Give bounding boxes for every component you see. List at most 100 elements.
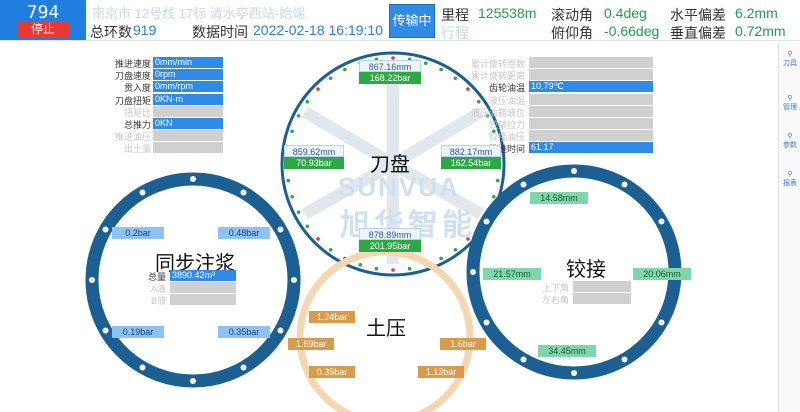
ring-bolt xyxy=(286,178,291,183)
grouting-b-value xyxy=(170,294,236,305)
ring-bolt xyxy=(658,319,665,326)
nav-item-cutter[interactable]: ⚲刀具 xyxy=(783,51,797,67)
data-time-value: 2022-02-18 16:19:10 xyxy=(253,22,383,38)
cutterhead-right-bar: 162.54bar xyxy=(441,157,501,169)
right-param-label: 铰架拉力 xyxy=(488,120,525,130)
earth-pressure-ring xyxy=(296,248,474,412)
nav-item-report[interactable]: ⚲报表 xyxy=(783,171,797,187)
ring-bolt xyxy=(240,364,247,371)
horizontal-deviation-value: 6.2mm xyxy=(735,5,778,21)
ring-bolt xyxy=(571,168,577,174)
right-side-nav: ⚲刀具 ⚲管理 ⚲参数 ⚲报表 xyxy=(778,42,800,412)
left-param-value: 0KN xyxy=(153,118,223,129)
right-param-value xyxy=(529,93,653,105)
left-param-label: 贯入度 xyxy=(123,83,151,94)
left-param-value: 0rpm xyxy=(153,69,223,81)
left-param-label: 刀盘扭矩 xyxy=(114,95,151,106)
ring-bolt xyxy=(483,319,490,326)
ring-bolt xyxy=(343,67,347,72)
earth-pressure-3: 1.6bar xyxy=(440,338,486,350)
right-param-label: 齿轮油温 xyxy=(488,83,525,94)
cutterhead-left-mm: 859.62mm xyxy=(284,145,344,157)
ring-bolt xyxy=(453,247,458,252)
ring-bolt xyxy=(290,194,294,199)
grouting-total-label: 总量 xyxy=(147,272,166,282)
cutterhead-top-bar: 168.22bar xyxy=(359,72,421,84)
ring-bolt xyxy=(139,364,146,371)
earth-pressure-5: 1.13bar xyxy=(418,366,464,378)
ring-bolt xyxy=(316,237,320,241)
ring-bolt xyxy=(621,356,628,363)
ring-bolt xyxy=(358,263,363,267)
articulation-ud-label: 上下角 xyxy=(541,283,569,293)
ring-bolt xyxy=(492,194,496,199)
watermark-text-en: SUNVUA xyxy=(338,172,460,202)
search-icon: ⚲ xyxy=(787,95,793,102)
vertical-deviation-label: 垂直偏差 xyxy=(670,25,726,41)
ring-bolt xyxy=(520,181,527,188)
ring-bolt xyxy=(296,210,301,214)
ring-bolt xyxy=(495,178,500,183)
ring-bolt xyxy=(439,67,443,72)
grouting-a-value xyxy=(170,282,236,293)
grouting-bl-pressure: 0.19bar xyxy=(112,326,164,338)
ring-bolt xyxy=(305,99,310,104)
vertical-deviation-value: 0.72mm xyxy=(735,23,786,39)
grouting-tr-pressure: 0.48bar xyxy=(218,227,270,239)
current-ring-number: 794 xyxy=(26,2,60,23)
total-rings-value: 919 xyxy=(133,22,157,38)
left-param-value xyxy=(153,142,223,154)
nav-item-manage[interactable]: ⚲管理 xyxy=(783,95,797,111)
ring-bolt xyxy=(296,114,301,118)
ring-bolt xyxy=(470,269,476,275)
right-param-value: 61.17 xyxy=(529,142,653,154)
left-param-label: 推进油压 xyxy=(114,132,151,143)
stroke-label: 行程 xyxy=(441,25,469,41)
total-rings-label: 总环数 xyxy=(90,24,132,40)
grouting-a-label: A液 xyxy=(150,284,166,294)
ring-bolt xyxy=(492,129,496,134)
roll-angle-label: 滚动角 xyxy=(551,7,593,23)
ring-bolt xyxy=(453,76,458,81)
ring-bolt xyxy=(476,99,481,104)
transfer-status-button[interactable]: 传输中 xyxy=(389,4,435,38)
cutterhead-bottom-bar: 201.95bar xyxy=(359,240,421,252)
grouting-tl-pressure: 0.2bar xyxy=(112,227,164,239)
cutterhead-title: 刀盘 xyxy=(370,154,410,176)
articulation-top: 14.58mm xyxy=(530,192,588,204)
left-param-value: 0mm/min xyxy=(153,57,223,68)
ring-bolt xyxy=(290,129,294,134)
nav-item-params[interactable]: ⚲参数 xyxy=(783,133,797,149)
cutterhead-disc xyxy=(280,51,506,277)
right-param-label: 累计旋转圈数 xyxy=(470,59,525,69)
ring-bolt xyxy=(439,256,443,261)
tbm-diagram xyxy=(85,51,682,412)
horizontal-deviation-label: 水平偏差 xyxy=(670,7,726,23)
ring-bolt xyxy=(328,247,333,252)
earth-pressure-2: 1.69bar xyxy=(288,338,334,350)
articulation-lr-value xyxy=(573,293,631,304)
articulation-left: 21.57mm xyxy=(483,268,541,280)
articulation-lr-label: 左右角 xyxy=(541,295,569,305)
ring-bolt xyxy=(190,378,196,384)
ring-bolt xyxy=(466,87,470,91)
ring-bolt xyxy=(466,237,470,241)
cutterhead-top-mm: 867.16mm xyxy=(359,60,421,72)
grouting-br-pressure: 0.35bar xyxy=(218,326,270,338)
cutterhead-bottom-mm: 878.89mm xyxy=(359,228,421,240)
grouting-ring xyxy=(85,172,301,388)
cutterhead-left-bar: 70.93bar xyxy=(284,157,344,169)
header-bar: 794 停止 南京市 12号线 17标 清水亭西站-始端 总环数 919 数据时… xyxy=(0,0,800,41)
project-name: 南京市 12号线 17标 清水亭西站-始端 xyxy=(92,6,306,21)
left-param-value xyxy=(153,130,223,142)
pitch-angle-label: 俯仰角 xyxy=(551,25,593,41)
ring-bolt xyxy=(520,356,527,363)
articulation-right: 20.06mm xyxy=(633,268,691,280)
right-param-label: 铰接油压 xyxy=(488,132,525,143)
machine-state-badge[interactable]: 停止 xyxy=(17,22,69,37)
ring-bolt xyxy=(305,224,310,229)
ring-bolt xyxy=(328,76,333,81)
ring-bolt xyxy=(277,226,284,233)
ring-bolt xyxy=(291,277,297,283)
ring-bolt xyxy=(89,277,95,283)
